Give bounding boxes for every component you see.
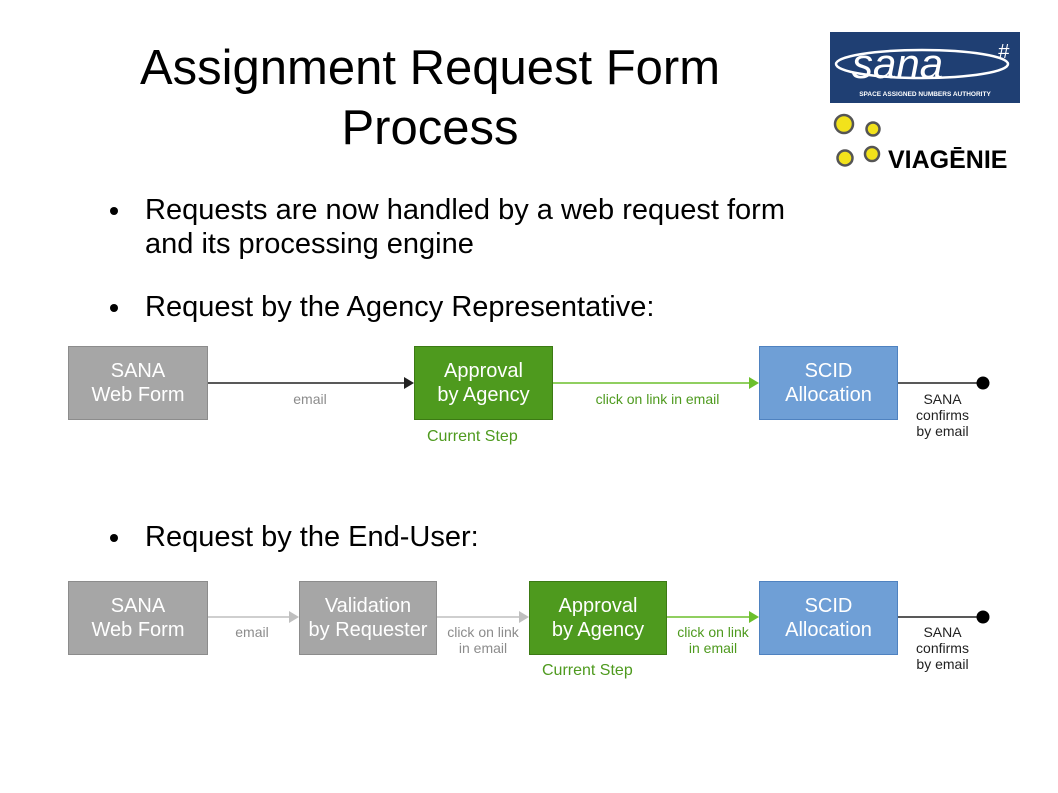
flow1-edge-label-email: email: [293, 391, 327, 407]
flow2-box-validation: Validation by Requester: [299, 581, 437, 655]
bullet-item-3: Request by the End-User:: [110, 520, 995, 554]
flow1-edge-label-click: click on link in email: [595, 391, 720, 407]
flow1-box-scid-allocation: SCID Allocation: [759, 346, 898, 420]
flow2-box-approval: Approval by Agency: [529, 581, 667, 655]
flow2-box-scid-allocation: SCID Allocation: [759, 581, 898, 655]
flow1-arrowhead-2: [749, 377, 759, 389]
sana-wordmark: sana: [852, 40, 943, 87]
flow1-box-web-form: SANA Web Form: [68, 346, 208, 420]
flow2-end-node: [976, 610, 990, 624]
slide-title: Assignment Request Form Process: [60, 38, 800, 158]
viagenie-wordmark: VIAGĒNIE: [888, 146, 1007, 174]
sana-logo: sana # SPACE ASSIGNED NUMBERS AUTHORITY: [830, 32, 1020, 103]
flow1-arrowhead-1: [404, 377, 414, 389]
bullet-3-text: Request by the End-User:: [145, 521, 479, 553]
viagenie-logo-graphic: VIAGĒNIE: [833, 113, 1007, 174]
bullet-1-line1: Requests are now handled by a web reques…: [145, 194, 785, 226]
flow2-arrowhead-1: [289, 611, 299, 623]
sana-logo-graphic: sana # SPACE ASSIGNED NUMBERS AUTHORITY: [834, 40, 1010, 98]
flow2-box-web-form: SANA Web Form: [68, 581, 208, 655]
flow2-end-label: SANA confirms by email: [916, 624, 969, 672]
bullet-item-1: Requests are now handled by a web reques…: [110, 193, 995, 261]
slide-title-line1: Assignment Request Form: [139, 41, 721, 95]
flow2-arrowhead-3: [749, 611, 759, 623]
bullet-item-2: Request by the Agency Representative:: [110, 290, 995, 324]
bullet-2-text: Request by the Agency Representative:: [145, 291, 655, 323]
slide-title-line2: Process: [341, 101, 519, 155]
bullet-dot: [110, 304, 118, 312]
bullet-dot: [110, 207, 118, 215]
sana-tagline: SPACE ASSIGNED NUMBERS AUTHORITY: [859, 91, 991, 98]
flow2-edge-label-click-1: click on link in email: [447, 624, 519, 656]
sana-hash-mark: #: [998, 41, 1010, 63]
viagenie-logo: VIAGĒNIE: [830, 110, 1030, 175]
flow2-edge-label-email: email: [235, 624, 269, 640]
flow1-end-label: SANA confirms by email: [916, 391, 969, 439]
bullet-dot: [110, 534, 118, 542]
flow1-current-step: Current Step: [427, 428, 518, 445]
flow2-edge-label-click-2: click on link in email: [677, 624, 749, 656]
flow1-box-approval: Approval by Agency: [414, 346, 553, 420]
flow1-end-node: [976, 376, 990, 390]
flow2-arrowhead-2: [519, 611, 529, 623]
bullet-1-line2: and its processing engine: [145, 228, 474, 260]
flow2-current-step: Current Step: [542, 662, 633, 679]
